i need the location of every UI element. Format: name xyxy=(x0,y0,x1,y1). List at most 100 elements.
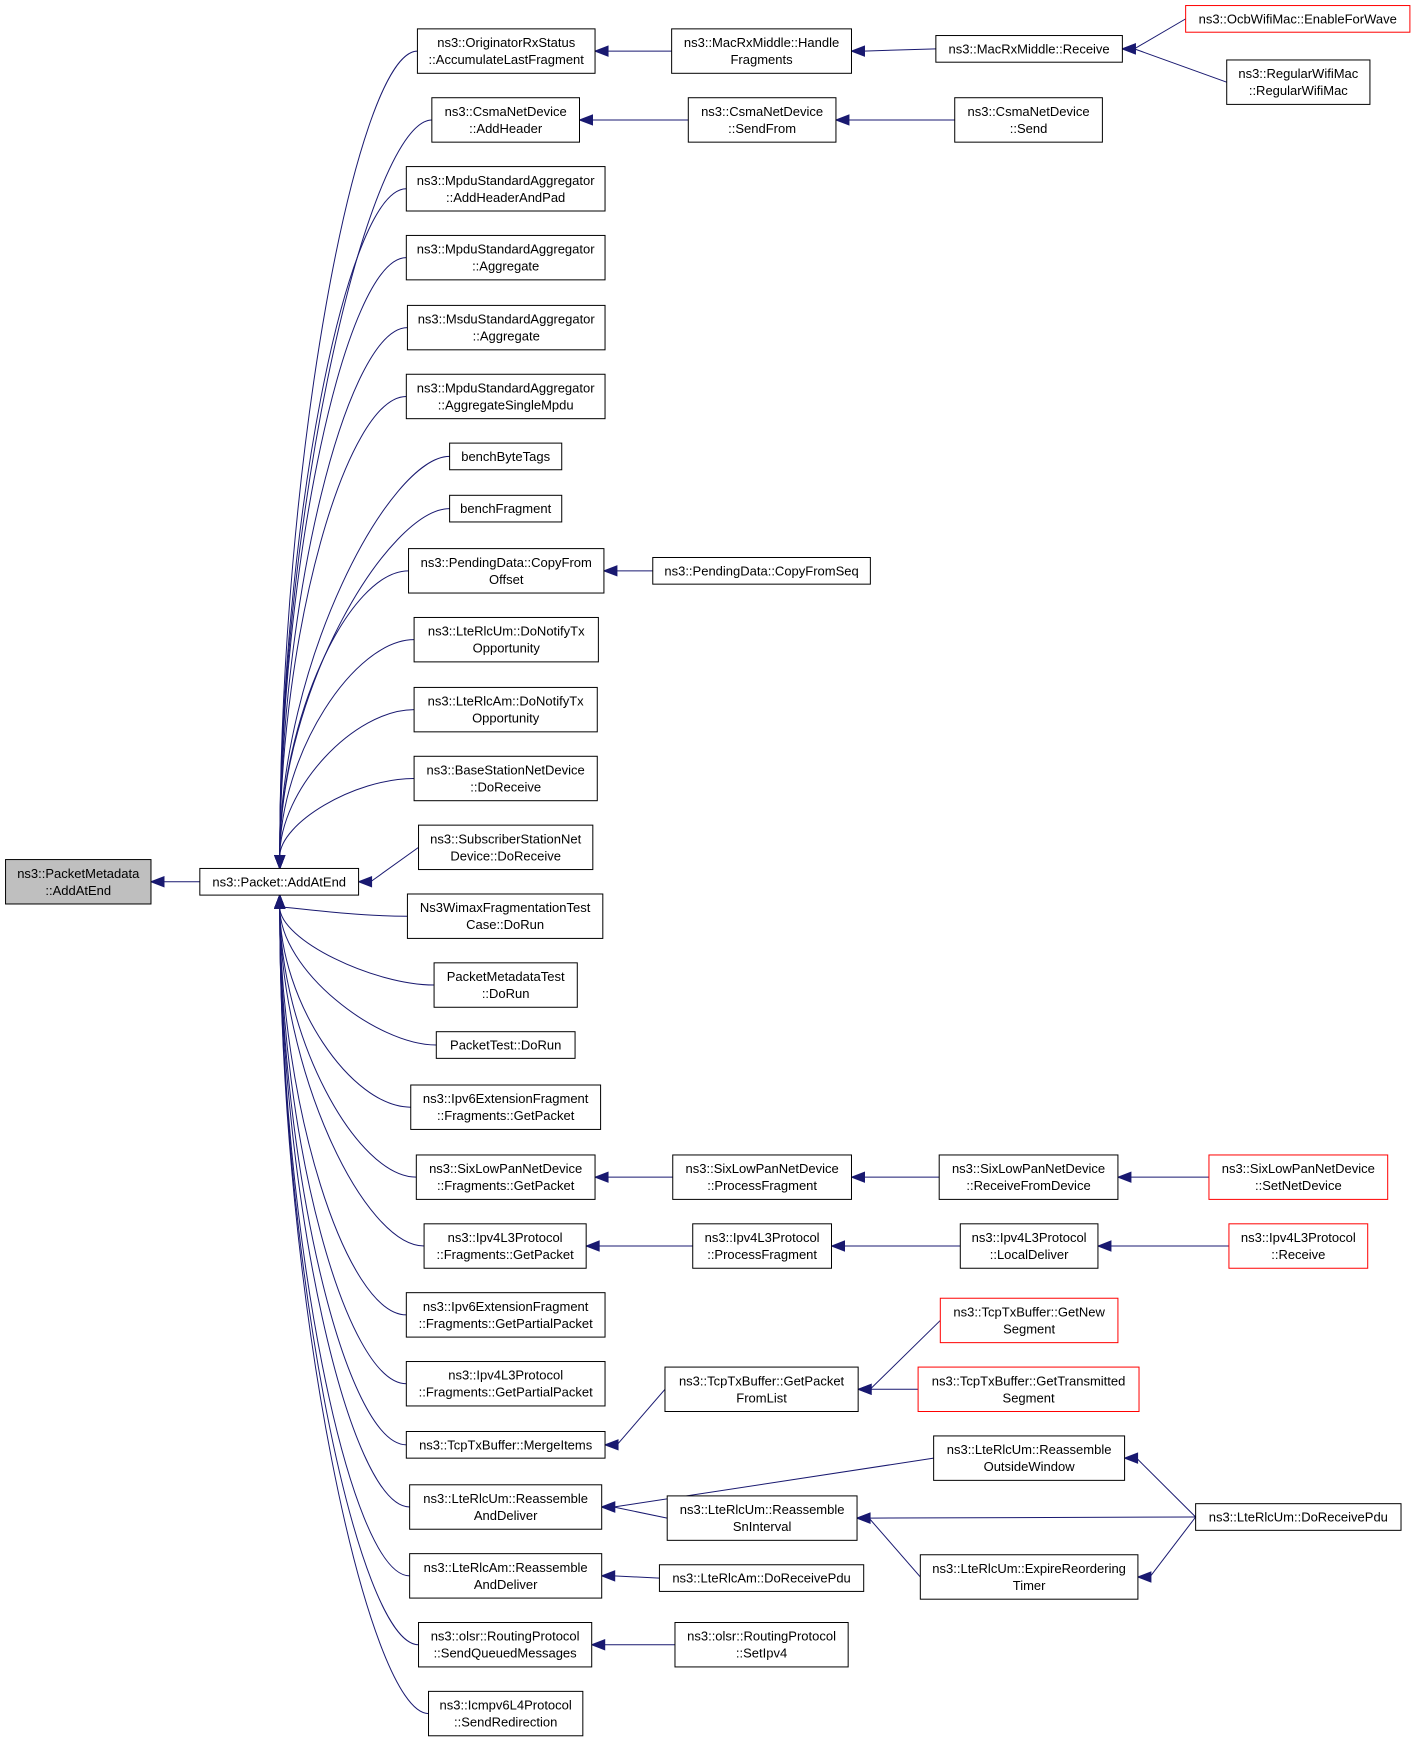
node-csma_addheader[interactable]: ns3::CsmaNetDevice::AddHeader xyxy=(431,97,581,143)
node-benchbytetags[interactable]: benchByteTags xyxy=(449,442,563,471)
node-bs_doreceive[interactable]: ns3::BaseStationNetDevice::DoReceive xyxy=(413,755,598,802)
edge-line xyxy=(1134,48,1227,83)
node-pending_copyfromseq[interactable]: ns3::PendingData::CopyFromSeq xyxy=(652,556,871,585)
node-label-line: ns3::LteRlcAm::DoReceivePdu xyxy=(672,1571,850,1586)
node-label-line: Device::DoReceive xyxy=(450,848,561,863)
node-msdu_aggregate[interactable]: ns3::MsduStandardAggregator::Aggregate xyxy=(406,304,606,351)
edge-line xyxy=(279,188,407,857)
node-ipv4_processfrag[interactable]: ns3::Ipv4L3Protocol::ProcessFragment xyxy=(692,1223,833,1269)
node-label-line: Timer xyxy=(1013,1578,1046,1593)
node-ipv4_localdeliver[interactable]: ns3::Ipv4L3Protocol::LocalDeliver xyxy=(959,1223,1099,1269)
edge-benchbytetags-to-packet_addatend xyxy=(274,455,450,870)
node-label-line: ns3::RegularWifiMac xyxy=(1238,66,1358,81)
node-ss_doreceive[interactable]: ns3::SubscriberStationNetDevice::DoRecei… xyxy=(418,824,594,871)
edge-line xyxy=(279,907,407,1385)
edge-lterlcam_reassemble-to-packet_addatend xyxy=(274,893,410,1577)
node-label-line: ns3::LteRlcUm::ExpireReordering xyxy=(932,1561,1126,1576)
node-packet_addatend[interactable]: ns3::Packet::AddAtEnd xyxy=(199,867,360,896)
node-label-line: ns3::OriginatorRxStatus xyxy=(437,35,576,50)
node-box xyxy=(449,494,563,523)
edge-line xyxy=(616,1388,666,1446)
edge-arrowhead xyxy=(834,114,850,126)
node-ocb_enable[interactable]: ns3::OcbWifiMac::EnableForWave xyxy=(1185,5,1411,33)
edge-mpdu_aggregate-to-packet_addatend xyxy=(274,257,407,870)
node-label-line: ns3::Ipv6ExtensionFragment xyxy=(423,1299,589,1314)
node-ipv4_getpartial[interactable]: ns3::Ipv4L3Protocol::Fragments::GetParti… xyxy=(405,1361,606,1407)
node-macrx_receive[interactable]: ns3::MacRxMiddle::Receive xyxy=(935,35,1123,63)
node-tcp_mergeitems[interactable]: ns3::TcpTxBuffer::MergeItems xyxy=(405,1430,606,1459)
node-sixlow_receivefromdev[interactable]: ns3::SixLowPanNetDevice::ReceiveFromDevi… xyxy=(938,1154,1119,1200)
node-olsr_sendqueued[interactable]: ns3::olsr::RoutingProtocol::SendQueuedMe… xyxy=(418,1622,593,1668)
node-mpdu_addheaderpad[interactable]: ns3::MpduStandardAggregator::AddHeaderAn… xyxy=(405,166,606,212)
node-lterlcum_doreceivepdu[interactable]: ns3::LteRlcUm::DoReceivePdu xyxy=(1195,1503,1402,1531)
node-ipv6_getpacket[interactable]: ns3::Ipv6ExtensionFragment::Fragments::G… xyxy=(410,1084,602,1130)
node-benchfragment[interactable]: benchFragment xyxy=(449,494,563,523)
edge-olsr_sendqueued-to-packet_addatend xyxy=(274,893,419,1646)
node-label-line: FromList xyxy=(736,1390,787,1405)
edge-line xyxy=(279,455,450,857)
node-box xyxy=(405,1292,606,1338)
node-box xyxy=(939,1297,1119,1344)
node-pmd_test[interactable]: PacketMetadataTest::DoRun xyxy=(433,962,578,1008)
node-label-line: OutsideWindow xyxy=(984,1459,1076,1474)
node-regular_wifimac[interactable]: ns3::RegularWifiMac::RegularWifiMac xyxy=(1226,59,1371,105)
node-icmpv6_sendredir[interactable]: ns3::Icmpv6L4Protocol::SendRedirection xyxy=(428,1690,584,1737)
node-ipv4_receive[interactable]: ns3::Ipv4L3Protocol::Receive xyxy=(1228,1223,1369,1269)
edge-tcp_getpacketfromlist-to-tcp_mergeitems xyxy=(603,1388,666,1451)
node-label-line: ns3::Packet::AddAtEnd xyxy=(212,874,346,889)
edge-mpdu_aggsingle-to-packet_addatend xyxy=(274,395,407,870)
node-label-line: ns3::LteRlcUm::DoReceivePdu xyxy=(1209,1510,1388,1525)
node-box xyxy=(938,1154,1119,1200)
node-box xyxy=(406,893,604,939)
node-packet_test[interactable]: PacketTest::DoRun xyxy=(435,1031,576,1059)
edge-arrowhead xyxy=(600,1570,616,1582)
edge-lterlcum_doreceivepdu-to-lterlcum_expire xyxy=(1136,1516,1197,1583)
node-ipv6_getpartial[interactable]: ns3::Ipv6ExtensionFragment::Fragments::G… xyxy=(405,1292,606,1338)
edge-lterlcum_doreceivepdu-to-lterlcum_reassoutside xyxy=(1123,1452,1196,1518)
node-box xyxy=(405,373,606,420)
node-label-line: Opportunity xyxy=(473,641,541,656)
edge-bs_doreceive-to-packet_addatend xyxy=(274,777,415,870)
node-label-line: ns3::SixLowPanNetDevice xyxy=(429,1161,582,1176)
node-csma_sendfrom[interactable]: ns3::CsmaNetDevice::SendFrom xyxy=(687,97,837,143)
node-label-line: ns3::TcpTxBuffer::GetTransmitted xyxy=(932,1373,1126,1388)
node-label-line: benchByteTags xyxy=(461,449,550,464)
node-csma_send[interactable]: ns3::CsmaNetDevice::Send xyxy=(954,97,1103,143)
edge-ss_doreceive-to-packet_addatend xyxy=(357,846,419,888)
node-ipv4_getpacket[interactable]: ns3::Ipv4L3Protocol::Fragments::GetPacke… xyxy=(423,1223,587,1269)
node-sixlow_setnetdev[interactable]: ns3::SixLowPanNetDevice::SetNetDevice xyxy=(1208,1154,1389,1200)
node-lterlcam_doreceivepdu[interactable]: ns3::LteRlcAm::DoReceivePdu xyxy=(658,1564,865,1592)
node-box xyxy=(1208,1154,1389,1200)
node-mpdu_aggregate[interactable]: ns3::MpduStandardAggregator::Aggregate xyxy=(405,234,606,281)
node-olsr_setipv4[interactable]: ns3::olsr::RoutingProtocol::SetIpv4 xyxy=(674,1622,849,1668)
node-box xyxy=(917,1366,1140,1413)
node-box xyxy=(405,1361,606,1407)
node-box xyxy=(428,1690,584,1737)
edge-line xyxy=(868,1517,921,1578)
node-orig_accum[interactable]: ns3::OriginatorRxStatus::AccumulateLastF… xyxy=(416,28,596,74)
node-label-line: ::ReceiveFromDevice xyxy=(966,1178,1090,1193)
node-sixlow_getpacket[interactable]: ns3::SixLowPanNetDevice::Fragments::GetP… xyxy=(415,1154,596,1200)
node-root[interactable]: ns3::PacketMetadata::AddAtEnd xyxy=(5,859,152,905)
node-label-line: ns3::BaseStationNetDevice xyxy=(427,762,585,777)
edge-line xyxy=(1149,1516,1197,1578)
node-mpdu_aggsingle[interactable]: ns3::MpduStandardAggregator::AggregateSi… xyxy=(405,373,606,420)
node-label-line: ns3::LteRlcUm::Reassemble xyxy=(423,1491,588,1506)
edge-line xyxy=(279,907,435,986)
node-sixlow_processfrag[interactable]: ns3::SixLowPanNetDevice::ProcessFragment xyxy=(672,1154,852,1200)
edge-arrowhead xyxy=(850,45,865,57)
node-label-line: ns3::LteRlcUm::DoNotifyTx xyxy=(428,624,585,639)
